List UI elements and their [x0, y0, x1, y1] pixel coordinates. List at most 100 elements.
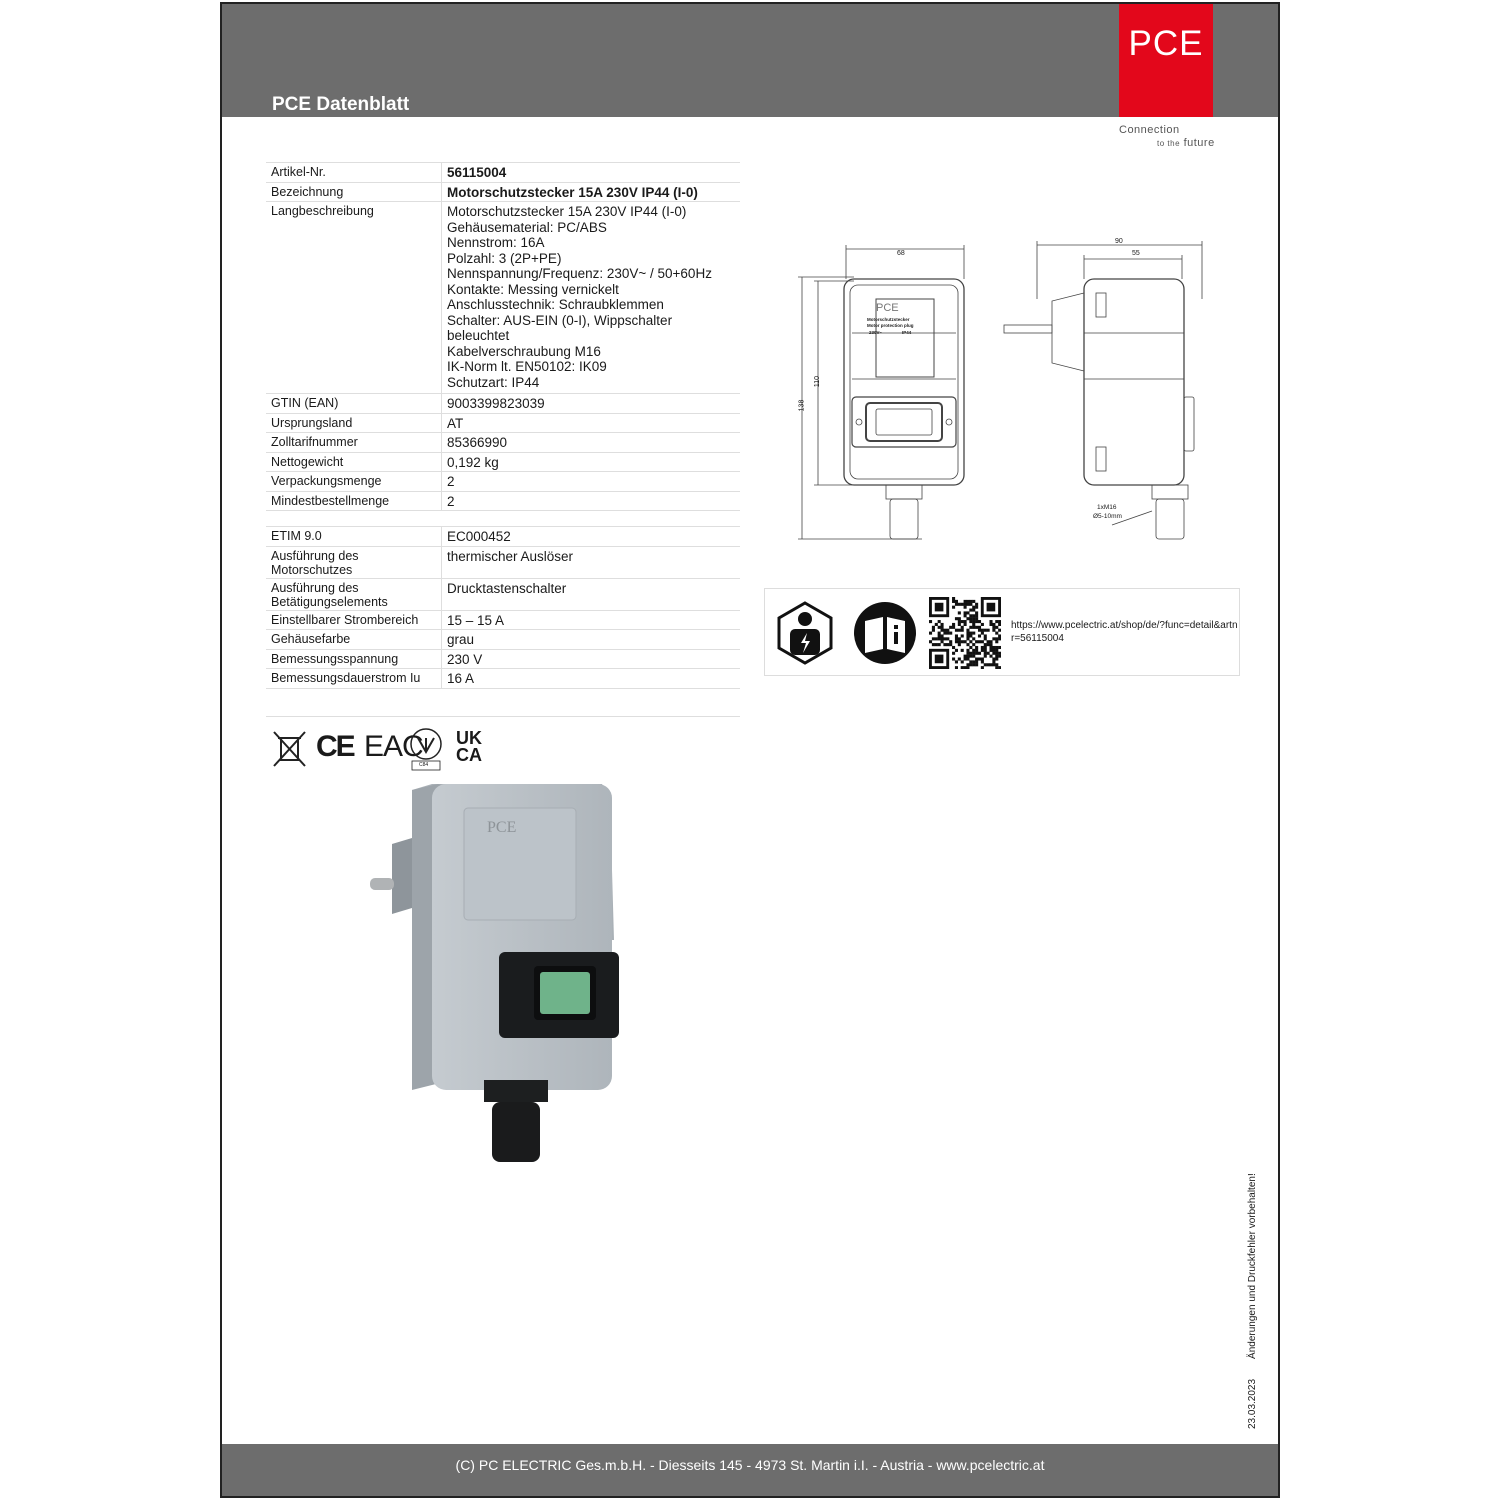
slogan-big: future [1183, 137, 1215, 149]
spec-key: Langbeschreibung [266, 201, 442, 394]
ukca-line2: CA [456, 745, 482, 765]
spec-key: Ausführung des Betätigungselements [266, 577, 442, 611]
plate-logo: PCE [876, 302, 899, 314]
spec-value: 0,192 kg [441, 451, 740, 472]
spec-key: Einstellbarer Strombereich [266, 609, 442, 630]
ovm-mark-icon [410, 728, 442, 771]
gland-label-2: Ø5-10mm [1093, 513, 1122, 520]
read-manual-icon [854, 602, 916, 664]
spec-key: GTIN (EAN) [266, 393, 442, 414]
spec-value: EC000452 [441, 526, 740, 547]
spec-row: GTIN (EAN)9003399823039 [266, 393, 740, 414]
spec-value-line: Schutzart: IP44 [447, 374, 540, 390]
plate-voltage: 230V~ [869, 330, 883, 335]
spec-value: AT [441, 412, 740, 433]
spec-value: 9003399823039 [441, 393, 740, 414]
spec-value-line: IK-Norm lt. EN50102: IK09 [447, 359, 607, 374]
electrician-warning-icon [777, 601, 833, 665]
spec-key: Ausführung des Motorschutzes [266, 545, 442, 579]
spec-value-line: Anschlusstechnik: Schraubklemmen [447, 297, 664, 312]
plate-line1: Motorschutzstecker [867, 317, 910, 322]
spec-row: Artikel-Nr.56115004 [266, 162, 740, 183]
weee-bin-icon [273, 731, 306, 767]
plug-body [1051, 292, 1085, 372]
page-title: PCE Datenblatt [272, 94, 410, 115]
product-photo: PCE [370, 784, 619, 1162]
spec-value-line: Kabelverschraubung M16 [447, 343, 601, 359]
spec-value: 15 – 15 A [441, 609, 740, 630]
product-url[interactable]: https://www.pcelectric.at/shop/de/?func=… [1011, 620, 1238, 644]
spec-value: 2 [441, 471, 740, 492]
spec-key: Verpackungsmenge [266, 471, 442, 492]
gland-label-1: 1xM16 [1097, 504, 1117, 511]
datasheet-page: PCE Datenblatt PCE Connection to the fut… [220, 2, 1280, 1498]
spec-value-line: Schalter: AUS-EIN (0-I), Wippschalter be… [447, 312, 673, 344]
pin-photo [370, 878, 394, 890]
spec-value-line: Gehäusematerial: PC/ABS [447, 219, 607, 235]
plug-pin [1003, 324, 1053, 334]
dim-label-55: 55 [1132, 250, 1140, 257]
ukca-mark: UK CA [456, 728, 482, 765]
disclaimer: Änderungen und Druckfehler vorbehalten! [1247, 1173, 1258, 1359]
side-view-drawing [1003, 241, 1203, 540]
ukca-line1: UK [456, 728, 482, 748]
spec-value-line: Nennstrom: 16A [447, 235, 545, 250]
spec-value: Motorschutzstecker 15A 230V IP44 (I-0) [441, 181, 740, 202]
cable-gland-photo [492, 1102, 540, 1162]
spec-value: 230 V [441, 648, 740, 669]
slogan-line1: Connection [1119, 124, 1180, 136]
dim-label-138: 138 [798, 399, 806, 412]
spec-key: Bemessungsspannung [266, 648, 442, 669]
footer-bar: (C) PC ELECTRIC Ges.m.b.H. - Diesseits 1… [222, 1444, 1278, 1496]
qr-code-icon[interactable] [929, 597, 1001, 669]
spec-value: Drucktastenschalter [441, 577, 740, 611]
spec-key: Bezeichnung [266, 181, 442, 202]
spec-key: Bemessungsdauerstrom Iu [266, 668, 442, 689]
dim-label-68: 68 [897, 250, 905, 257]
spec-value: 2 [441, 490, 740, 511]
spec-value: 16 A [441, 668, 740, 689]
header-bar [222, 4, 1278, 117]
switch-frame [865, 402, 943, 442]
spec-key: ETIM 9.0 [266, 526, 442, 547]
front-body [843, 278, 965, 486]
label-plate [875, 298, 935, 378]
spec-value: grau [441, 629, 740, 650]
svg-text:PCE: PCE [487, 819, 516, 836]
dim-label-90: 90 [1115, 238, 1123, 245]
spec-value-line: Nennspannung/Frequenz: 230V~ / 50+60Hz [447, 266, 712, 281]
spec-value-line: Motorschutzstecker 15A 230V IP44 (I-0) [447, 204, 687, 219]
spec-value-line: Kontakte: Messing vernickelt [447, 281, 619, 297]
pce-logo: PCE [1119, 4, 1213, 117]
ovm-label: C84 [419, 762, 429, 768]
spec-value: 56115004 [441, 162, 740, 183]
spec-key: Zolltarifnummer [266, 432, 442, 453]
spec-value: Motorschutzstecker 15A 230V IP44 (I-0)Ge… [441, 201, 740, 394]
ce-mark: CE [316, 730, 356, 763]
spec-value: thermischer Auslöser [441, 545, 740, 579]
plate-ip: IP44 [902, 330, 912, 335]
dim-label-110: 110 [814, 375, 822, 388]
footer-text: (C) PC ELECTRIC Ges.m.b.H. - Diesseits 1… [455, 1457, 1045, 1473]
spec-key: Mindestbestellmenge [266, 490, 442, 511]
info-box: https://www.pcelectric.at/shop/de/?func=… [764, 588, 1240, 676]
plug-photo [392, 838, 412, 914]
slogan-line2: to the future [1157, 137, 1215, 149]
spec-key: Gehäusefarbe [266, 629, 442, 650]
divider [266, 716, 740, 717]
spec-value-line: Polzahl: 3 (2P+PE) [447, 250, 562, 266]
